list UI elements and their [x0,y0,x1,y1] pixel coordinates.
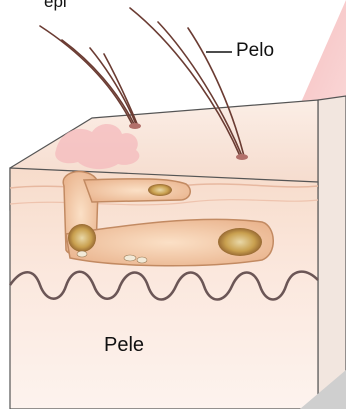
hair-label: Pelo [236,40,274,62]
pus-droplet [77,251,87,257]
pus-droplet [137,257,147,263]
hair-follicle-opening [236,154,248,160]
abscess-left [68,224,96,252]
sinus-tract-upper [84,179,190,202]
hair-left [40,26,138,126]
top-cut-label: epi [44,0,67,12]
abscess-right [218,228,262,256]
abscess-small [148,184,172,196]
skin-label: Pele [104,334,144,357]
pus-droplet [124,255,136,261]
skin-block-side [318,96,346,409]
hair-follicle-opening [129,123,141,129]
